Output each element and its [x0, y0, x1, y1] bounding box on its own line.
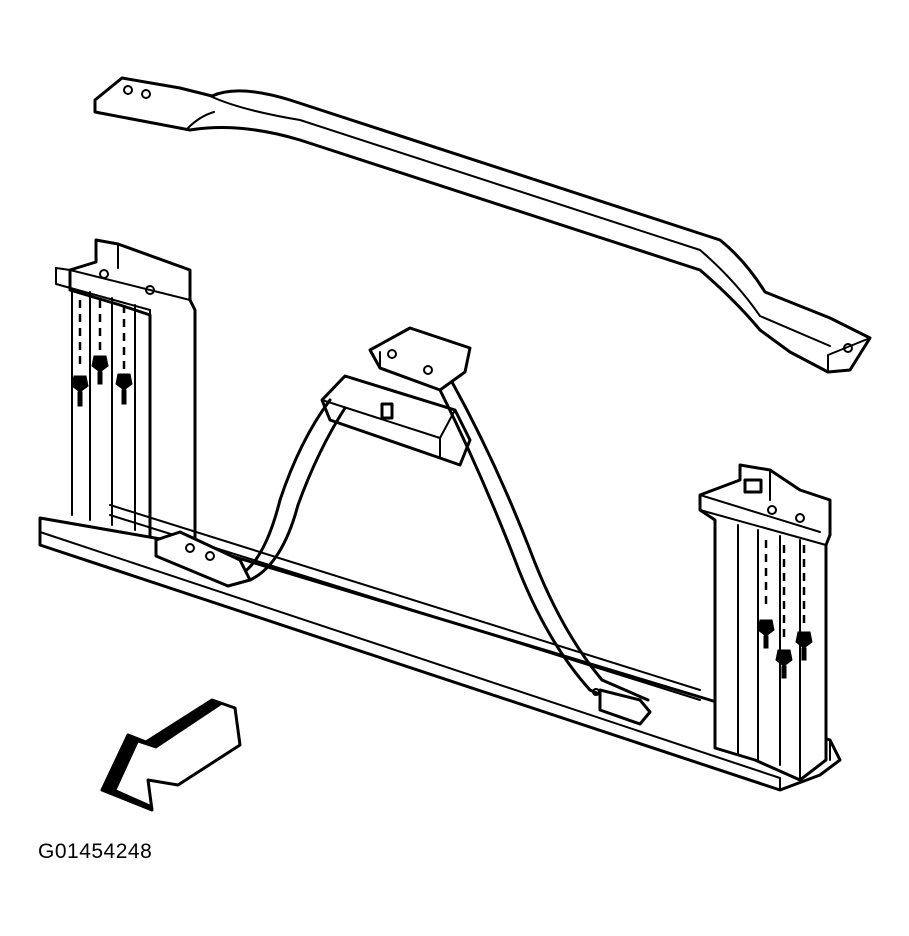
upper-tie-bar — [93, 76, 872, 374]
bolt-right-1 — [757, 619, 775, 649]
center-hood-latch-brace — [154, 326, 652, 726]
left-mounting-bolts — [71, 355, 133, 407]
bolt-right-2 — [775, 649, 793, 679]
right-mounting-bolts — [757, 619, 813, 679]
bolt-left-3 — [115, 373, 133, 405]
bolt-right-3 — [795, 631, 813, 661]
bolt-left-1 — [71, 375, 89, 407]
bolt-left-2 — [91, 355, 109, 385]
front-direction-arrow-icon — [100, 698, 242, 812]
figure-id-label: G01454248 — [38, 840, 153, 863]
